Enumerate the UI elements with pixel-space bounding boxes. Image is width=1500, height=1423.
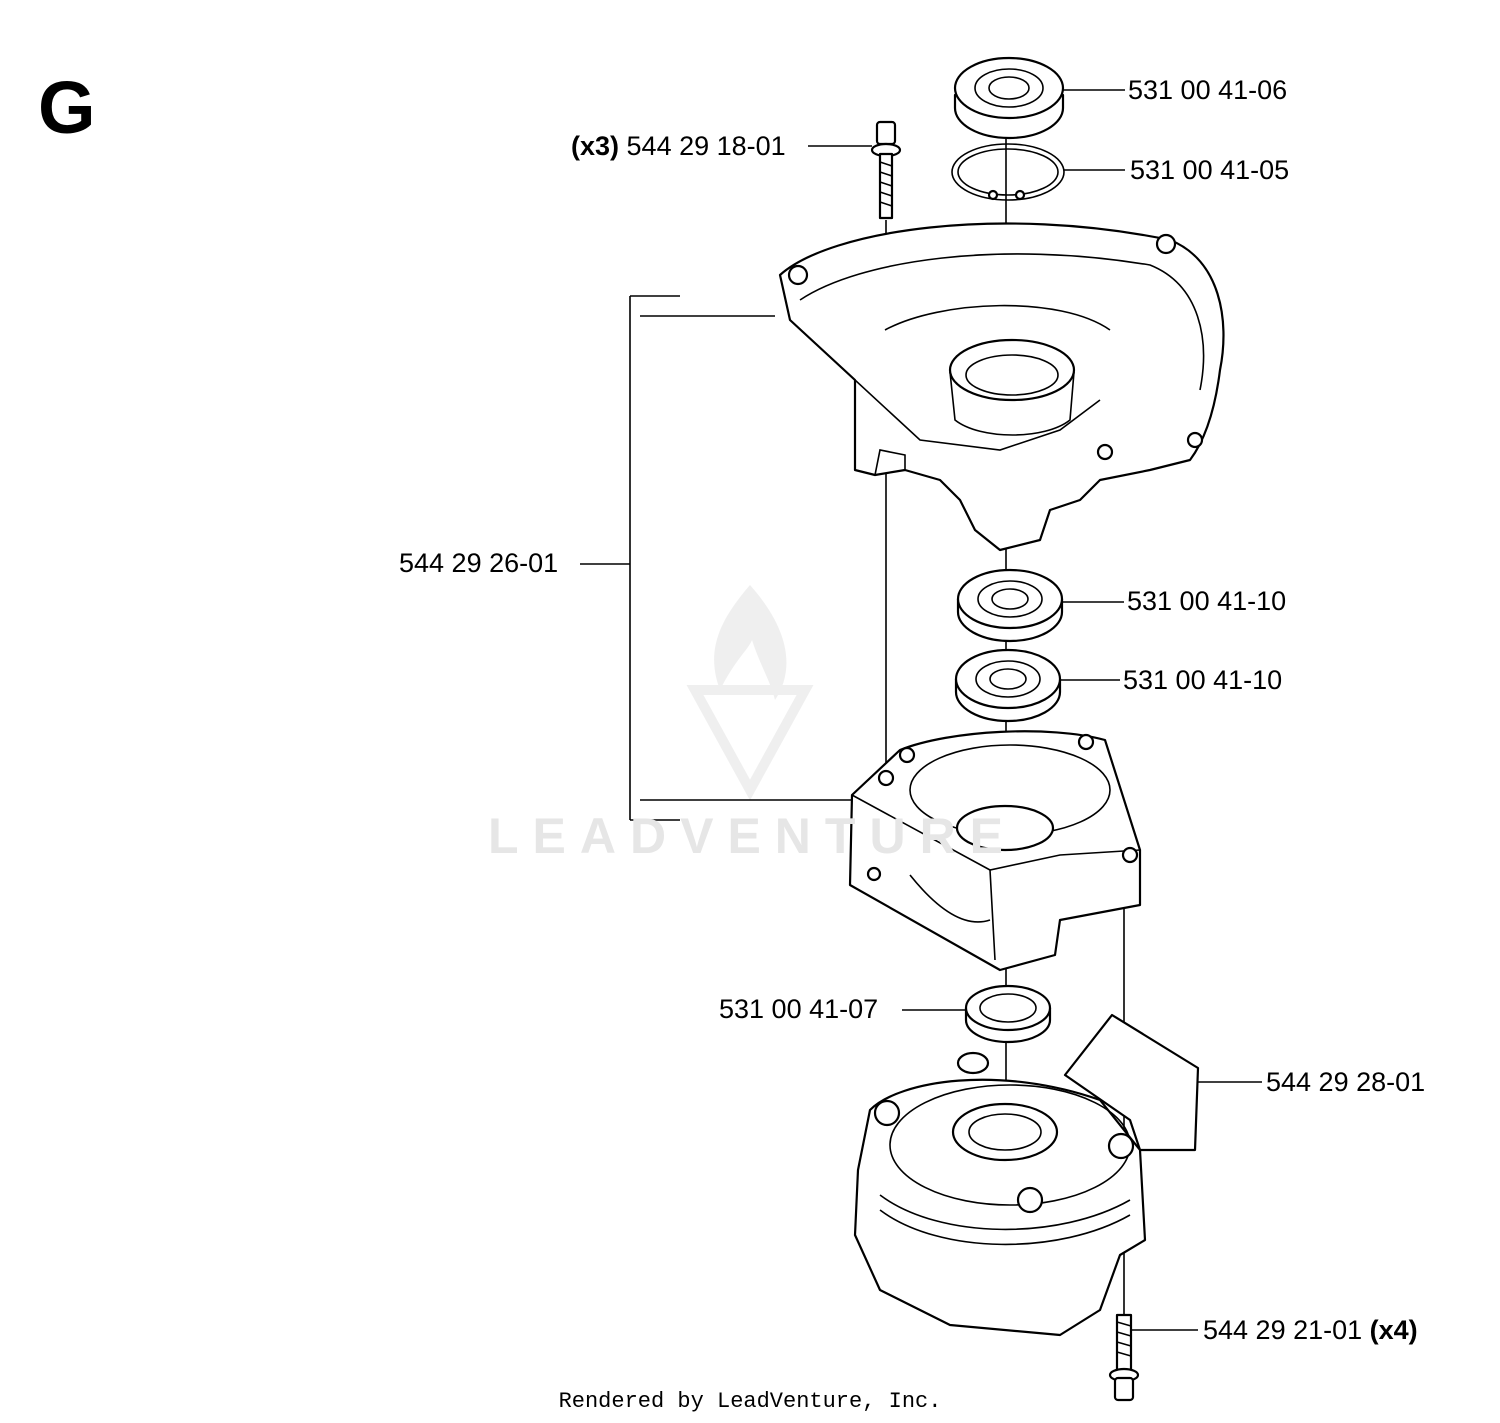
part-number: 544 29 26-01 <box>399 548 559 578</box>
seal <box>956 984 1052 1075</box>
part-qty: (x4) <box>1369 1315 1418 1345</box>
watermark-logo-icon <box>686 585 814 801</box>
part-label-bearing-middle-1[interactable]: 531 00 41-10 <box>1127 585 1286 617</box>
part-label-clutch-housing[interactable]: 544 29 28-01 <box>1266 1066 1425 1098</box>
clutch-housing <box>853 1013 1200 1337</box>
bearing-middle-1 <box>956 568 1064 643</box>
part-label-seal[interactable]: 531 00 41-07 <box>719 993 878 1025</box>
part-qty: (x3) <box>571 131 620 161</box>
part-number: 531 00 41-07 <box>719 994 879 1024</box>
section-letter: G <box>38 66 96 149</box>
crankcase-upper <box>778 222 1225 552</box>
screw-top <box>870 120 902 220</box>
crankcase-lower <box>848 730 1142 972</box>
bearing-middle-2 <box>954 648 1062 723</box>
bearing-top <box>953 56 1065 140</box>
part-label-circlip[interactable]: 531 00 41-05 <box>1130 154 1289 186</box>
part-number: 544 29 28-01 <box>1266 1067 1426 1097</box>
part-number: 531 00 41-10 <box>1127 586 1287 616</box>
part-number: 531 00 41-05 <box>1130 155 1290 185</box>
part-number: 544 29 18-01 <box>626 131 786 161</box>
part-number: 544 29 21-01 <box>1203 1315 1363 1345</box>
part-label-screw-top[interactable]: (x3) 544 29 18-01 <box>571 130 786 162</box>
leader-lines <box>580 89 1262 1331</box>
footer-credit: Rendered by LeadVenture, Inc. <box>558 1389 942 1414</box>
circlip <box>951 143 1065 201</box>
screw-bottom <box>1108 1313 1140 1402</box>
part-label-screw-bottom[interactable]: 544 29 21-01 (x4) <box>1203 1314 1418 1346</box>
part-label-bearing-top[interactable]: 531 00 41-06 <box>1128 74 1287 106</box>
part-label-crankcase[interactable]: 544 29 26-01 <box>399 547 558 579</box>
part-label-bearing-middle-2[interactable]: 531 00 41-10 <box>1123 664 1282 696</box>
watermark-text: LEADVENTURE <box>488 808 1018 864</box>
part-number: 531 00 41-06 <box>1128 75 1288 105</box>
part-number: 531 00 41-10 <box>1123 665 1283 695</box>
